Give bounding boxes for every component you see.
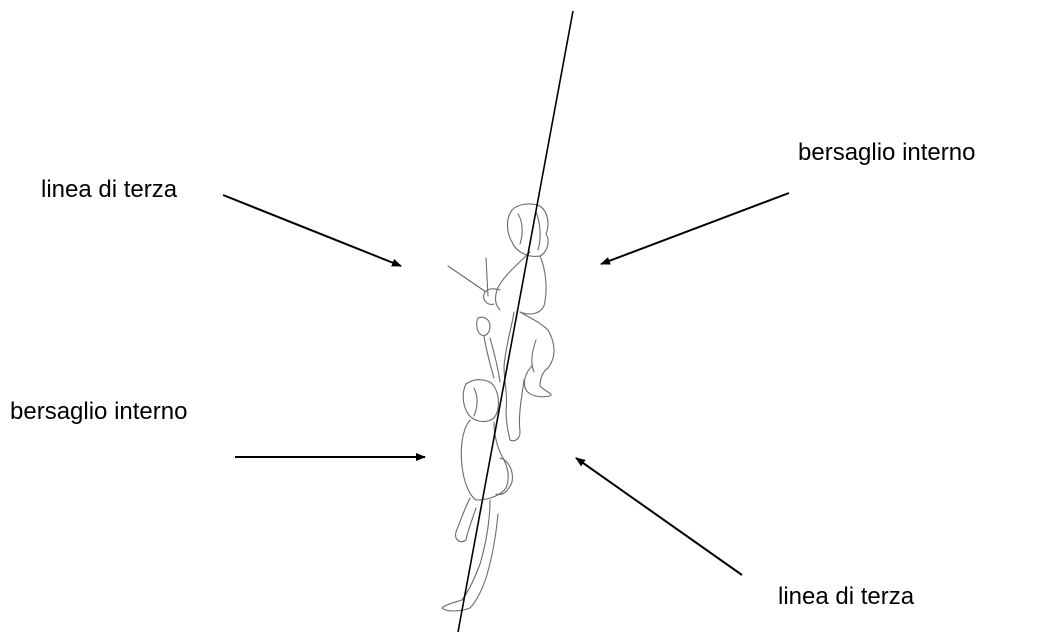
label-bersaglio-interno-left: bersaglio interno — [10, 400, 187, 424]
arrow-linea-terza-top — [223, 195, 401, 266]
fencer-lower-illustration — [442, 317, 512, 611]
label-linea-di-terza-bottom: linea di terza — [778, 585, 914, 609]
label-bersaglio-interno-top: bersaglio interno — [798, 141, 975, 165]
arrow-linea-terza-bottom — [576, 458, 742, 575]
arrow-bersaglio-interno-top — [601, 193, 789, 264]
label-linea-di-terza-top: linea di terza — [41, 178, 177, 202]
line-of-engagement — [458, 11, 573, 632]
